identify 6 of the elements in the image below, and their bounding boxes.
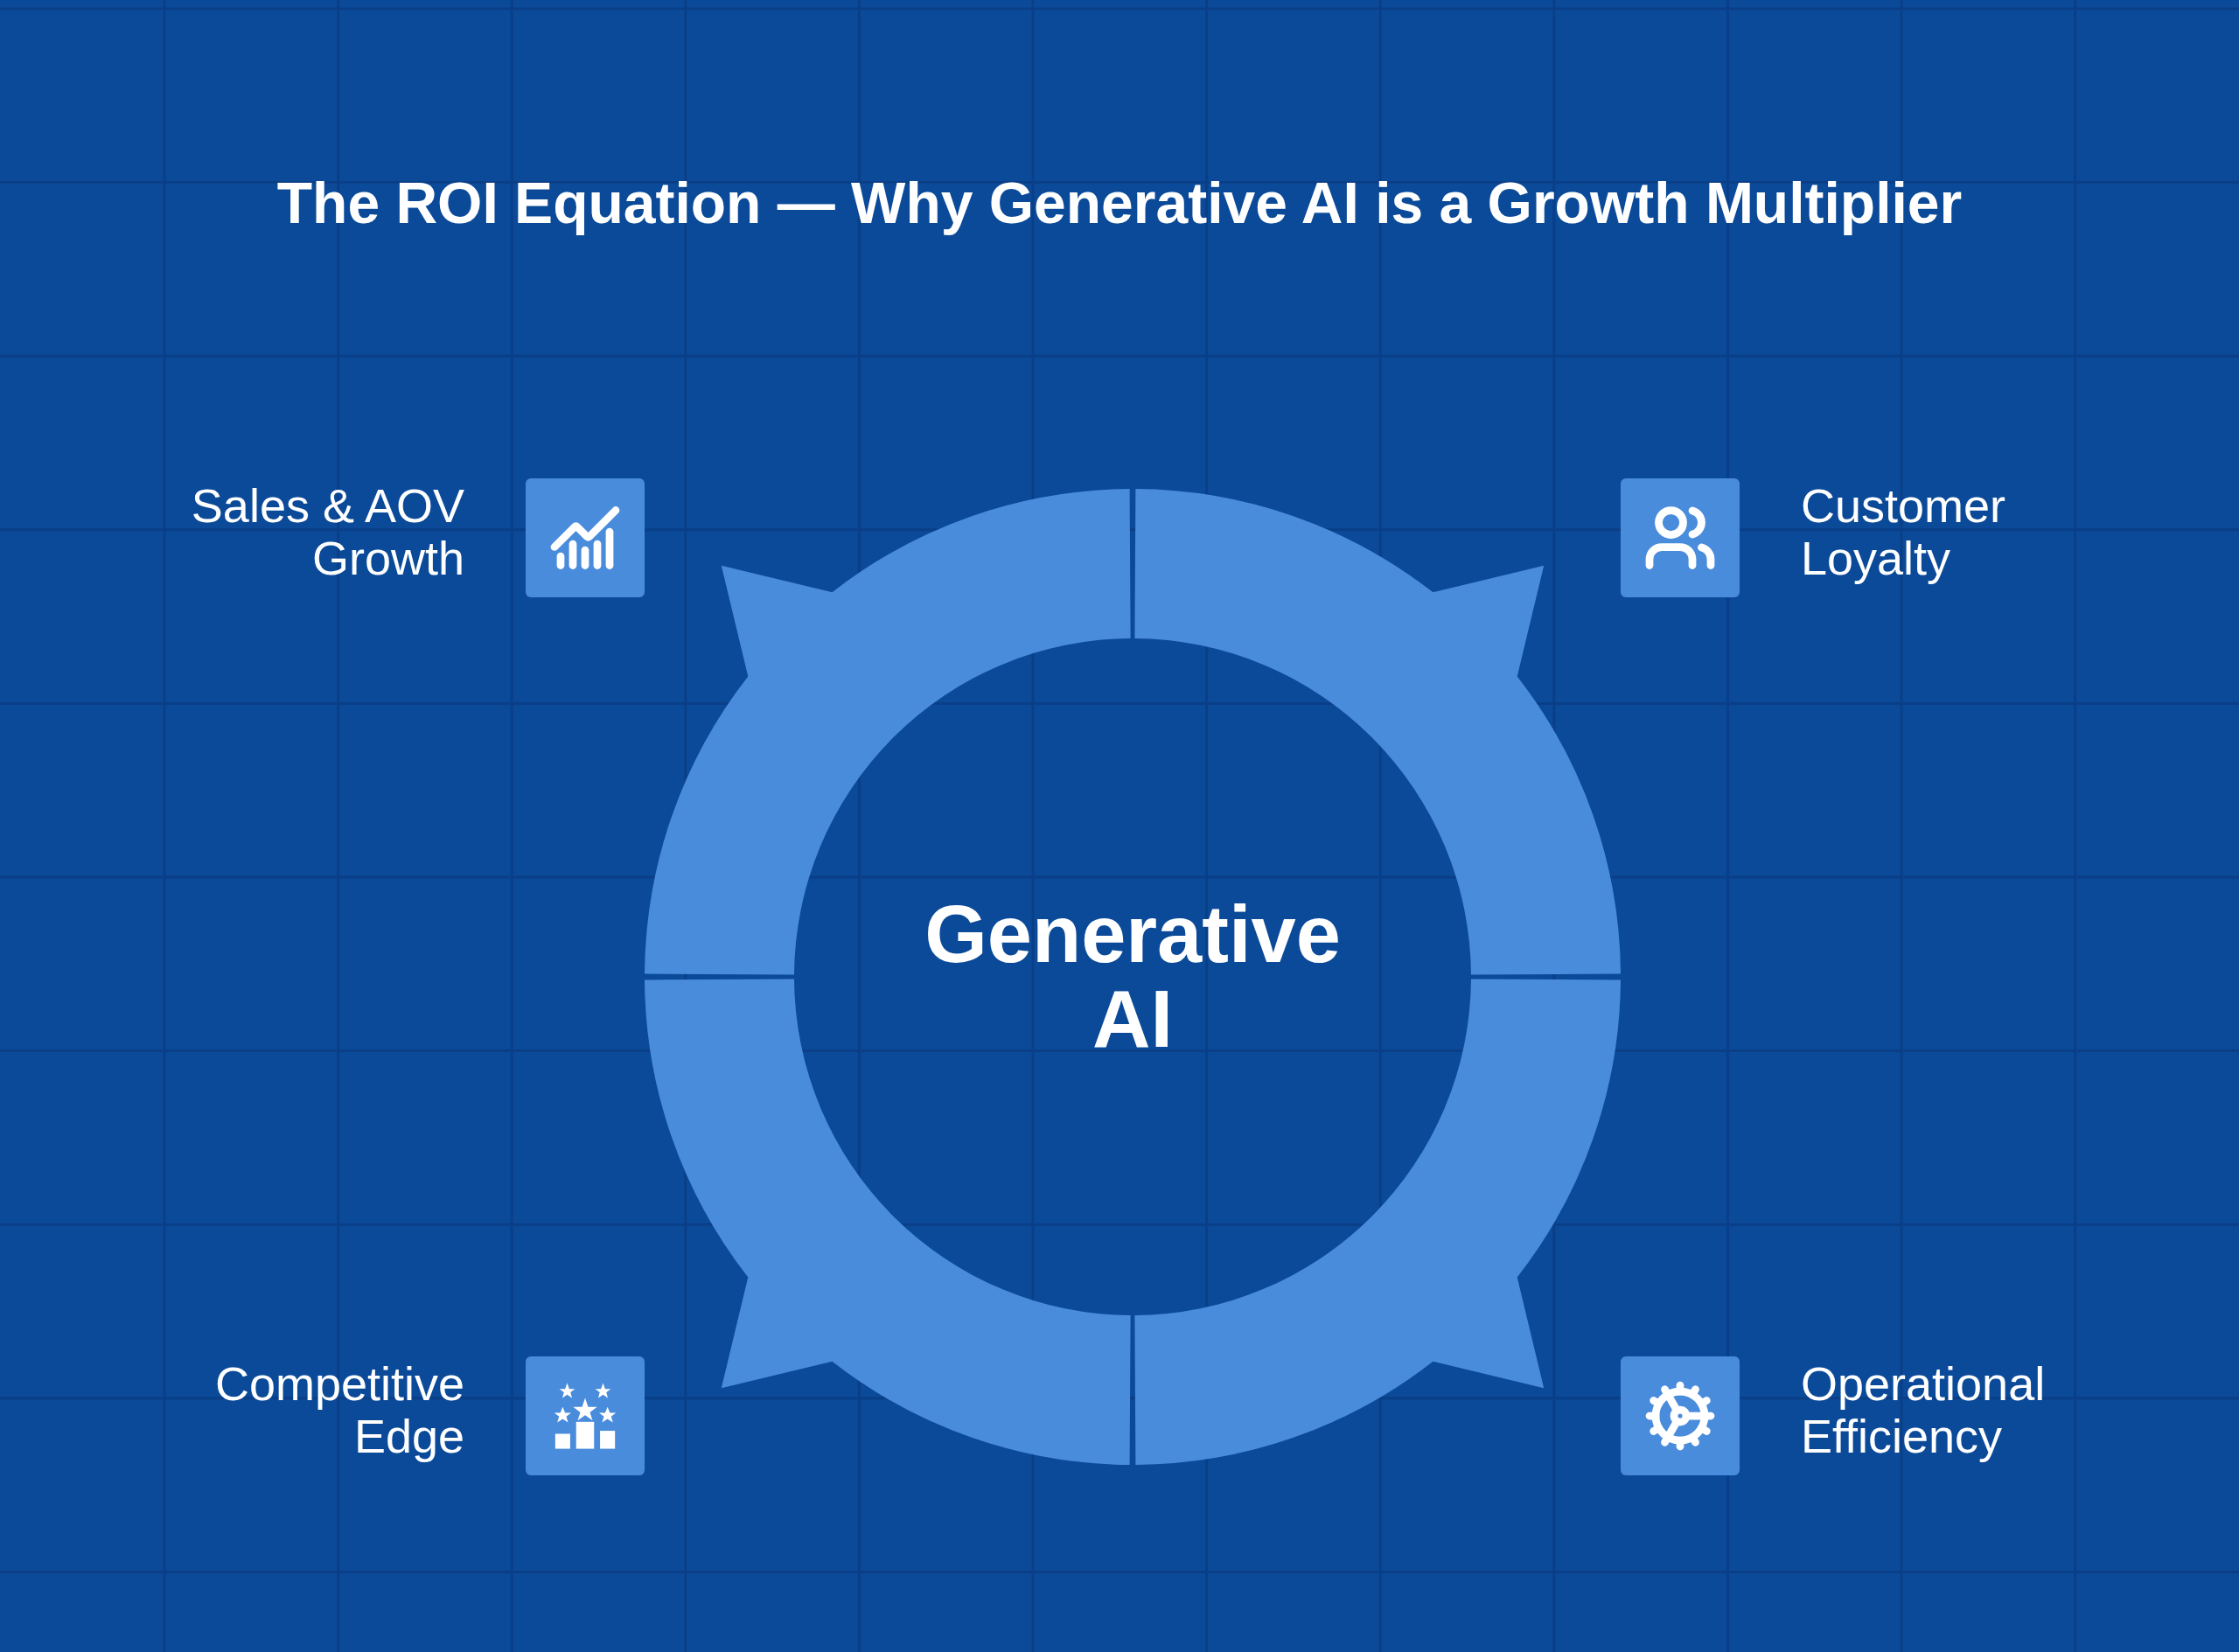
benefit-label: Competitive Edge <box>213 1357 464 1462</box>
center-label: Generative AI <box>924 892 1342 1062</box>
benefit-label: Sales & AOV Growth <box>190 479 464 584</box>
benefit-label: Customer Loyalty <box>1801 479 2007 584</box>
title: The ROI Equation — Why Generative AI is a Growth Multiplier <box>276 170 1963 237</box>
benefit-label: Operational Efficiency <box>1801 1357 2047 1462</box>
